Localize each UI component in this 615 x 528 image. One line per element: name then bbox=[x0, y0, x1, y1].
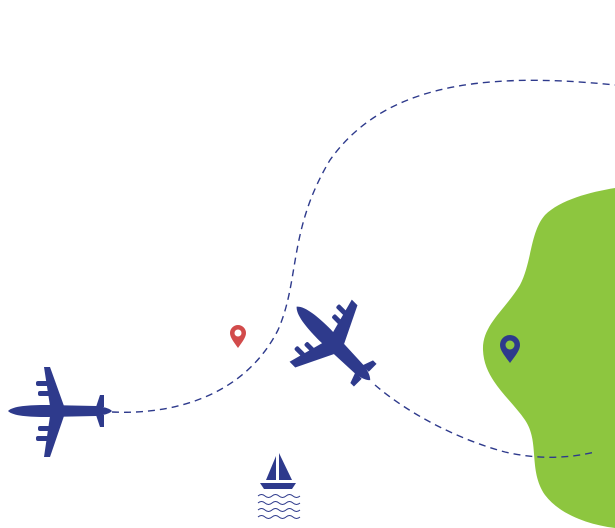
waves-icon bbox=[257, 494, 301, 519]
sailboat-icon bbox=[260, 453, 296, 489]
map-pin-icon bbox=[230, 325, 246, 348]
flight-route-lower bbox=[374, 384, 596, 458]
airplane-icon bbox=[289, 299, 377, 387]
airplane-icon bbox=[8, 367, 112, 457]
map-pin-icon bbox=[500, 335, 520, 363]
flight-route-upper bbox=[111, 79, 615, 413]
island-shape bbox=[482, 188, 615, 528]
